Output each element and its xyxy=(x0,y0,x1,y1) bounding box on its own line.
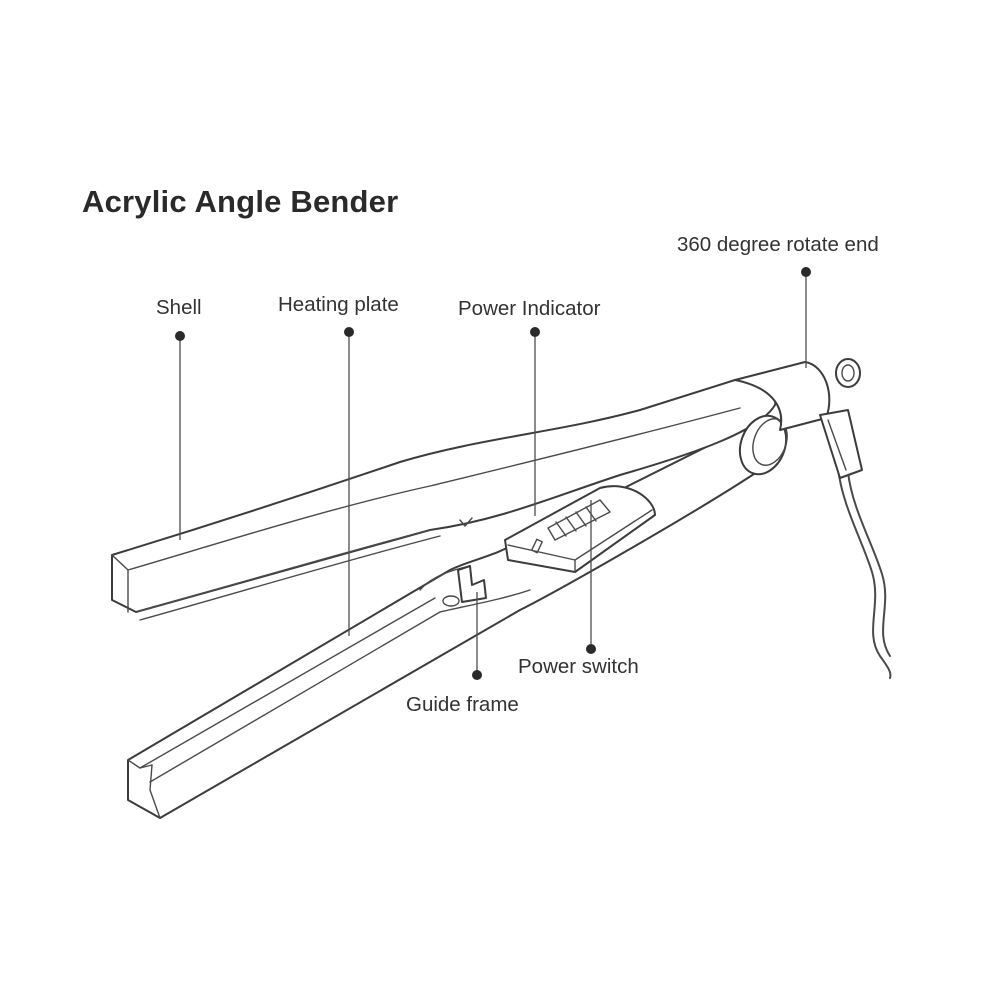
power-cord xyxy=(837,467,892,679)
label-shell: Shell xyxy=(156,296,202,319)
diagram-title: Acrylic Angle Bender xyxy=(82,184,399,219)
leader-dot-guide-frame xyxy=(472,670,482,680)
hinge-knob xyxy=(738,414,788,476)
leader-dot-power-indicator xyxy=(530,327,540,337)
guide-frame-tab xyxy=(457,565,487,603)
label-guide-frame: Guide frame xyxy=(406,693,519,716)
leader-dot-heating-plate xyxy=(344,327,354,337)
switch-housing xyxy=(504,485,656,573)
callout-leaders xyxy=(175,267,811,680)
rotate-end xyxy=(734,358,863,479)
label-heating-plate: Heating plate xyxy=(278,293,399,316)
label-power-switch: Power switch xyxy=(518,655,639,678)
leader-dot-rotate-end xyxy=(801,267,811,277)
leader-dot-power-switch xyxy=(586,644,596,654)
leader-dot-shell xyxy=(175,331,185,341)
label-rotate-end: 360 degree rotate end xyxy=(677,233,879,256)
label-power-indicator: Power Indicator xyxy=(458,297,601,320)
